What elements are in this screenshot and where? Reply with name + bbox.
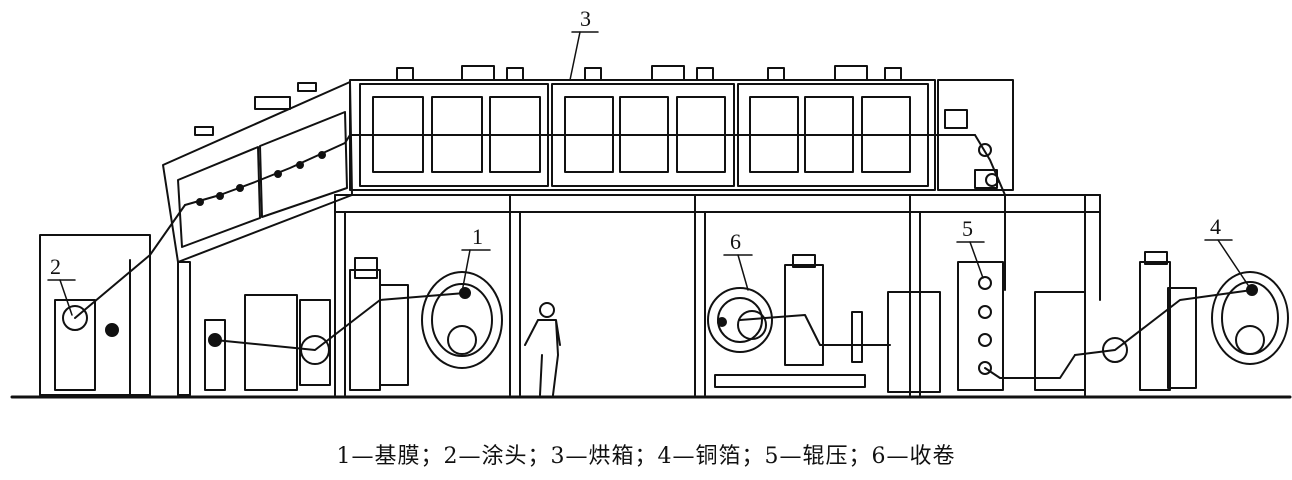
rewind-unit: [708, 255, 890, 387]
callout-6: 6: [724, 229, 752, 290]
coating-machine-diagram: 1 2 3 4 5 6: [0, 6, 1292, 415]
operator-figure: [525, 303, 560, 395]
base-film-unwind: [209, 258, 502, 390]
callout-label-6: 6: [730, 229, 741, 254]
callout-label-4: 4: [1210, 214, 1221, 239]
callout-label-5: 5: [962, 216, 973, 241]
oven-box: [350, 66, 1013, 190]
callout-2: 2: [48, 254, 75, 315]
copper-foil-unwind: [1103, 252, 1288, 390]
web-path: [75, 135, 1252, 355]
callout-1: 1: [462, 224, 490, 292]
support-frame: [335, 195, 1100, 395]
callout-label-1: 1: [472, 224, 483, 249]
callout-3: 3: [570, 6, 598, 80]
coating-head-station: [40, 235, 225, 395]
callout-4: 4: [1205, 214, 1250, 288]
calender-rolls: [888, 195, 1085, 392]
callout-label-2: 2: [50, 254, 61, 279]
callout-label-3: 3: [580, 6, 591, 31]
inclined-dryer: [162, 81, 353, 263]
callout-5: 5: [957, 216, 984, 278]
figure-caption: 1—基膜；2—涂头；3—烘箱；4—铜箔；5—辊压；6—收卷: [336, 444, 956, 469]
